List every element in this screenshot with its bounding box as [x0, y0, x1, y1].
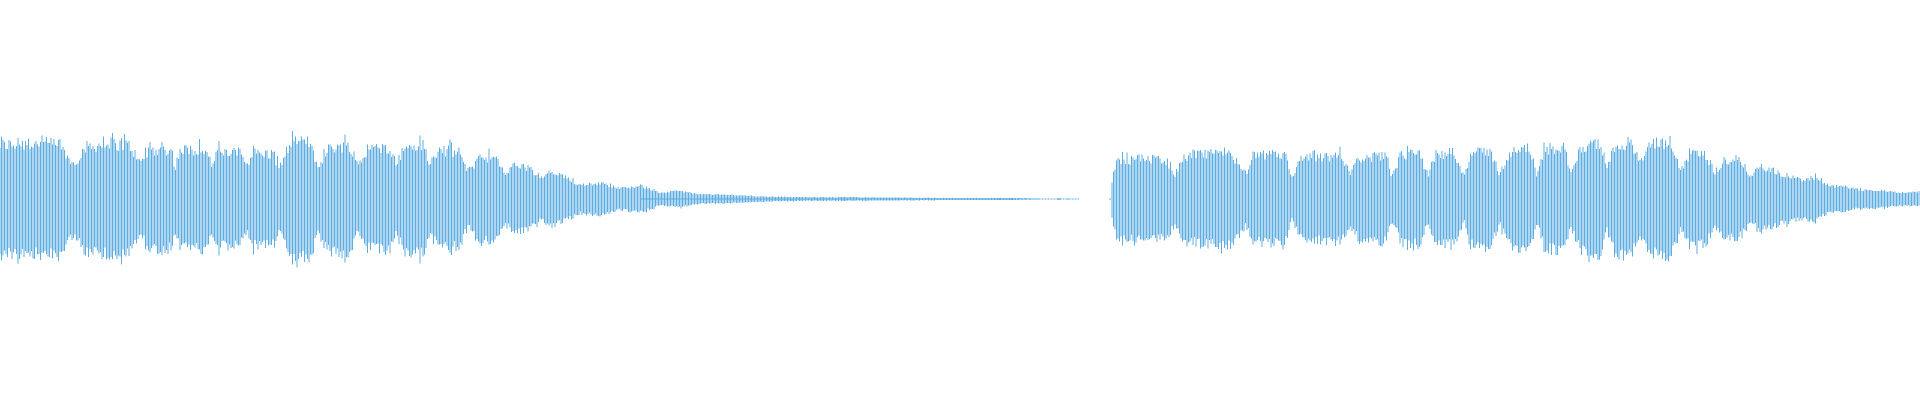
waveform-bars: [0, 130, 1920, 268]
